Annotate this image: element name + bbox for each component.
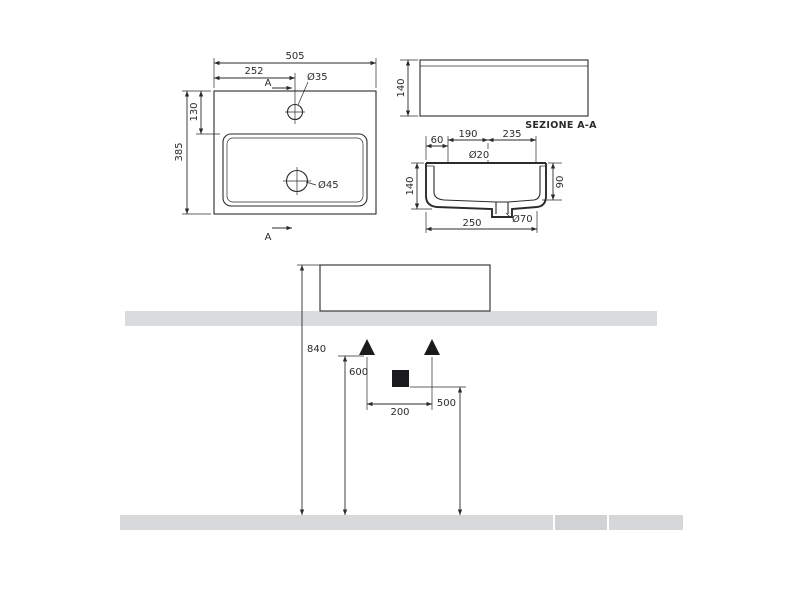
- section-drain-label: Ø70: [512, 213, 533, 225]
- dim-600-label: 600: [349, 367, 368, 378]
- dim-235-label: 235: [502, 129, 521, 140]
- water-supply-icon: [424, 339, 440, 355]
- drain-outlet-icon: [392, 370, 409, 387]
- faucet-dia-leader: [297, 81, 309, 106]
- plan-view: Ø35 Ø45 505 252 130 385 A A: [174, 51, 377, 243]
- dim-60-label: 60: [431, 135, 444, 146]
- section-outer-profile: [425, 163, 547, 218]
- section-mark-bottom-label: A: [265, 232, 272, 243]
- dim-500-label: 500: [437, 398, 456, 409]
- section-mark-top-label: A: [265, 78, 272, 89]
- faucet-hole-label: Ø35: [307, 71, 328, 83]
- wall-shelf: [125, 311, 657, 326]
- dim-385-label: 385: [174, 142, 185, 161]
- dim-250-label: 250: [462, 218, 481, 229]
- dim-140-front-label: 140: [396, 78, 407, 97]
- dim-130-label: 130: [189, 102, 200, 121]
- dim-90-label: 90: [555, 176, 566, 189]
- section-bowl-profile: [433, 166, 541, 203]
- front-view: 140: [396, 59, 589, 117]
- dim-505-label: 505: [285, 51, 304, 62]
- front-outline: [419, 59, 589, 117]
- dim-140-section-label: 140: [405, 176, 416, 195]
- dim-840-label: 840: [307, 344, 326, 355]
- floor-line-segment: [609, 515, 683, 530]
- drain-hole-label: Ø45: [318, 179, 339, 191]
- floor-line: [120, 515, 553, 530]
- installed-sink-front: [319, 264, 491, 312]
- section-title: SEZIONE A-A: [525, 120, 597, 131]
- water-supply-icon: [359, 339, 375, 355]
- overflow-label: Ø20: [469, 149, 490, 161]
- dim-252-label: 252: [244, 66, 263, 77]
- drain-dia-leader: [305, 181, 317, 186]
- section-view: SEZIONE A-A 60 190 235 Ø20 140 90: [405, 120, 597, 233]
- drain-dia-leader-section: [505, 212, 512, 219]
- plan-basin: [222, 133, 368, 207]
- floor-line-segment: [555, 515, 607, 530]
- dim-190-label: 190: [458, 129, 477, 140]
- plan-basin-inner: [226, 137, 364, 203]
- dim-200-label: 200: [390, 407, 409, 418]
- installation-view: 840 600 200 500: [120, 264, 683, 530]
